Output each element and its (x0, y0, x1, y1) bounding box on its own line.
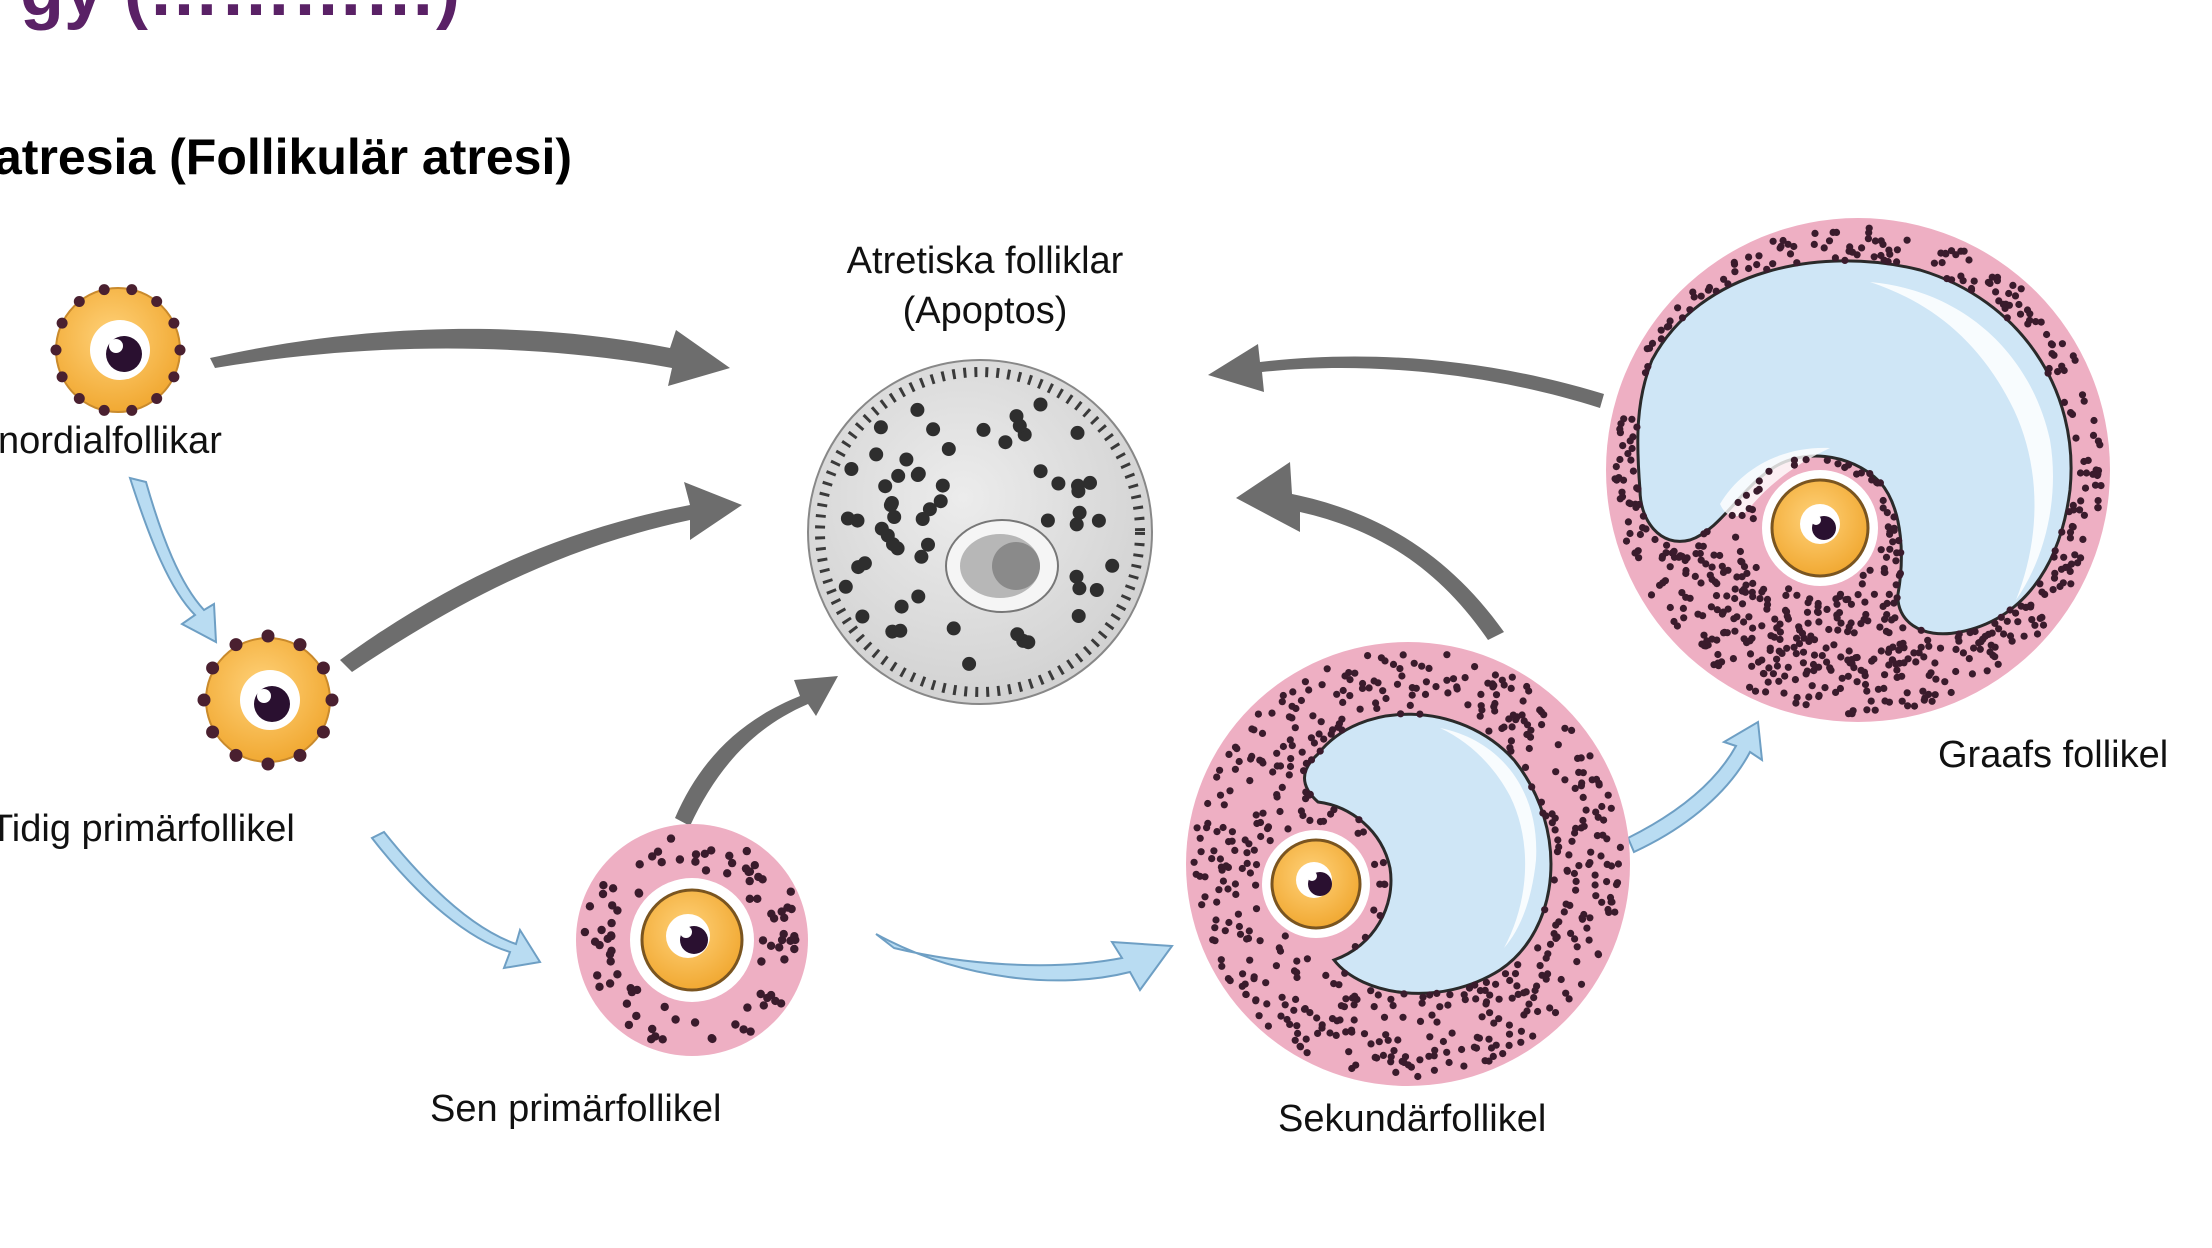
section-heading: atresia (Follikulär atresi) (0, 129, 573, 185)
secondary-follicle (1186, 642, 1630, 1086)
label-late-primary: Sen primärfollikel (430, 1088, 722, 1130)
arrow-late-primary-to-atretic (675, 676, 838, 826)
label-atretic-follicles: Atretiska folliklar (Apoptos) (820, 236, 1150, 336)
arrow-late-primary-to-secondary (875, 933, 1174, 992)
secondary-antrum (1303, 712, 1553, 995)
late-primary-follicle (576, 824, 808, 1056)
arrow-graafian-to-atretic (1208, 344, 1604, 408)
label-graafian: Graafs follikel (1938, 734, 2169, 776)
graafian-follicle (1606, 218, 2110, 722)
early-primary-follicle (197, 629, 339, 771)
arrow-primordial-to-early-primary (128, 476, 218, 644)
arrow-secondary-to-graafian (1626, 720, 1764, 854)
slide-title: gy (…………) (20, 0, 460, 32)
label-secondary: Sekundärfollikel (1278, 1098, 1547, 1140)
label-early-primary: Tidig primärfollikel (0, 808, 295, 850)
label-primordial: nordialfollikar (0, 420, 222, 462)
arrow-secondary-to-atretic (1236, 462, 1504, 640)
label-atretic-line2: (Apoptos) (902, 290, 1068, 332)
arrow-primordial-to-atretic (210, 328, 730, 386)
primordial-follicle (50, 284, 186, 416)
atretic-follicle (807, 359, 1153, 705)
arrow-early-primary-to-late-primary (370, 830, 542, 970)
arrow-early-primary-to-atretic (340, 482, 742, 672)
label-atretic-line1: Atretiska folliklar (846, 240, 1124, 282)
